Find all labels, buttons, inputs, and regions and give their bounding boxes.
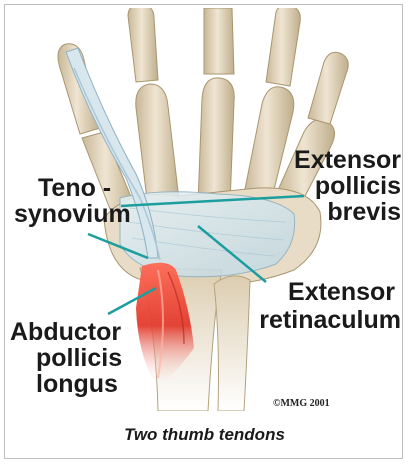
copyright-notice: ©MMG 2001 xyxy=(273,398,330,409)
label-extensor-retinaculum-line1: Extensor xyxy=(245,280,395,305)
label-tenosynovium-line2: synovium xyxy=(14,202,131,227)
label-extensor-pollicis-brevis-line1: Extensor xyxy=(281,148,401,173)
label-abductor-pollicis-longus-line1: Abductor xyxy=(10,320,121,345)
label-extensor-pollicis-brevis-line3: brevis xyxy=(281,200,401,225)
label-extensor-retinaculum-line2: retinaculum xyxy=(241,308,401,333)
label-abductor-pollicis-longus-line3: longus xyxy=(36,372,118,397)
label-tenosynovium-line1: Teno - xyxy=(38,176,111,201)
hand-illustration: Teno - synovium Extensor pollicis brevis… xyxy=(8,8,401,411)
label-extensor-pollicis-brevis-line2: pollicis xyxy=(281,174,401,199)
label-abductor-pollicis-longus-line2: pollicis xyxy=(36,346,122,371)
figure-caption: Two thumb tendons xyxy=(0,425,409,445)
